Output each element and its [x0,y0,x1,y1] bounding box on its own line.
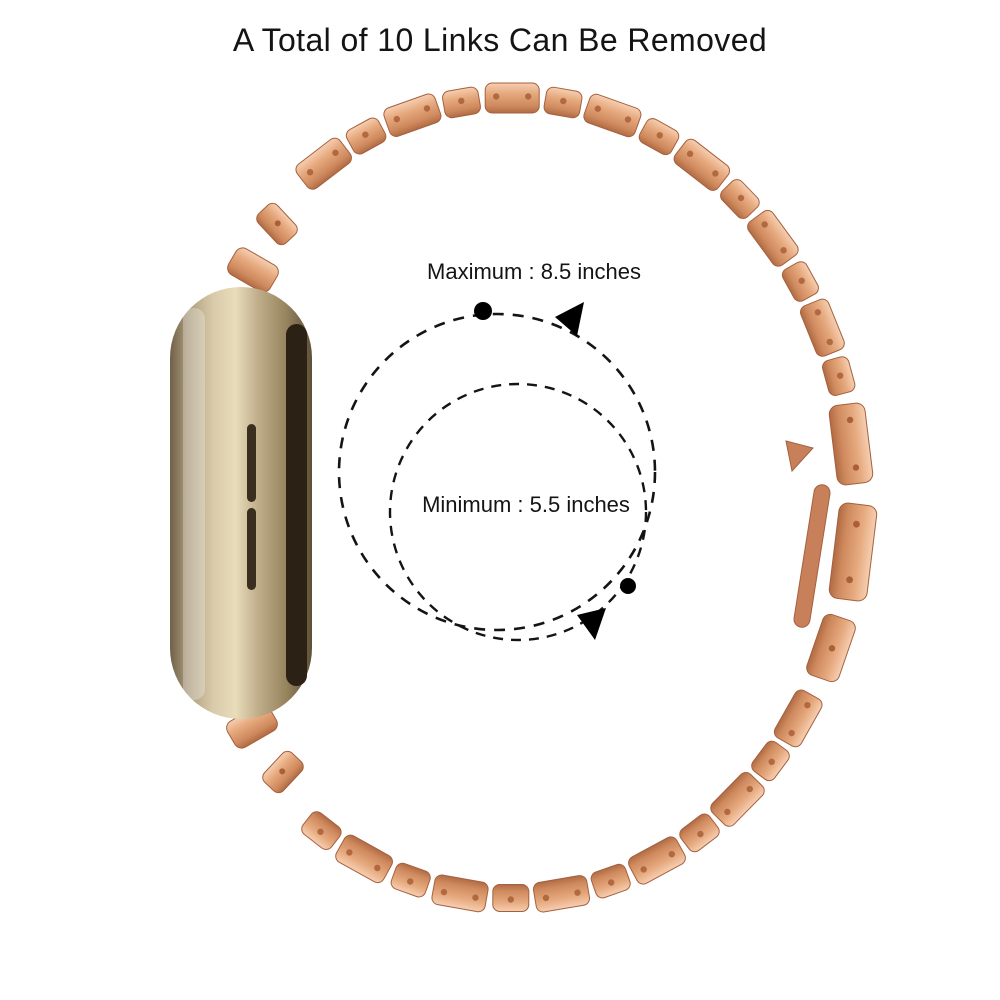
clasp-link-upper [828,402,874,486]
band-link [673,138,731,191]
watch-case [170,287,312,719]
band-link [747,209,799,267]
band-link [484,82,540,114]
band-link [781,261,819,302]
band-link [710,772,765,827]
band-link [773,689,823,748]
band-adapters [226,202,304,794]
band-link [390,862,431,898]
band-link [442,86,481,119]
band-link [751,740,790,782]
minimum-dashed-circle [388,382,648,642]
maximum-dot [474,302,492,320]
band-link [492,883,530,913]
band-link [383,93,442,137]
band-link [345,117,387,155]
band-link [628,836,686,885]
clasp-link-lower [806,613,856,683]
band-link [799,298,845,357]
maximum-label: Maximum : 8.5 inches [427,259,641,284]
band-link [583,93,642,138]
band-link [543,86,583,119]
band-link [590,863,631,899]
band-link [532,875,591,913]
maximum-dashed-circle [337,312,657,632]
band-link [431,874,489,913]
band-link [822,356,856,396]
clasp-fold [785,440,814,473]
minimum-dot [620,578,636,594]
band-link [335,834,393,884]
band-link [301,811,342,850]
page-title: A Total of 10 Links Can Be Removed [232,22,768,58]
minimum-arrow-icon [577,608,606,640]
maximum-arrow-icon [555,302,584,336]
watch-case-highlight [183,308,205,700]
band-link [720,179,760,219]
band-clasp [785,402,878,683]
clasp-inner-arm [793,484,831,628]
watch-slot-lower [247,508,256,590]
band-link [638,118,680,156]
watch-slot-upper [247,424,256,502]
watch-band [295,82,856,913]
band-link [679,813,720,853]
watch-screen-edge [286,324,307,686]
minimum-label: Minimum : 5.5 inches [422,492,630,517]
minimum-measure [388,382,648,642]
watch-side-view [170,287,312,719]
clasp-link-middle [828,502,878,602]
maximum-measure [337,302,657,632]
band-link [295,137,352,190]
